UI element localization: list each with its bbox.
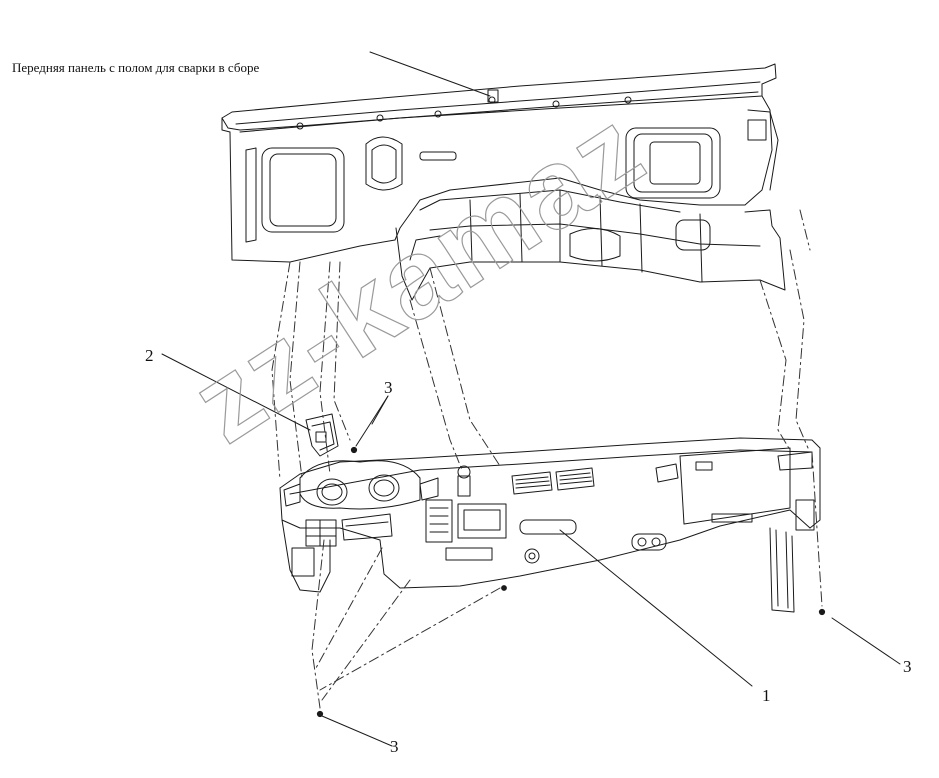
leader-lines bbox=[161, 51, 901, 747]
front-panel-with-floor bbox=[221, 63, 786, 301]
callout-3-bolt-bottom: 3 bbox=[390, 737, 399, 756]
callout-3-bolt-top: 3 bbox=[384, 378, 393, 397]
assembly-guide-lines bbox=[271, 209, 823, 709]
callout-3-bolt-right: 3 bbox=[903, 657, 912, 676]
bolts bbox=[316, 446, 826, 718]
diagram-caption: Передняя панель с полом для сварки в сбо… bbox=[12, 60, 260, 75]
callout-1-dashboard: 1 bbox=[762, 686, 771, 705]
callout-2-bracket: 2 bbox=[145, 346, 154, 365]
dashboard-assembly bbox=[279, 437, 821, 613]
